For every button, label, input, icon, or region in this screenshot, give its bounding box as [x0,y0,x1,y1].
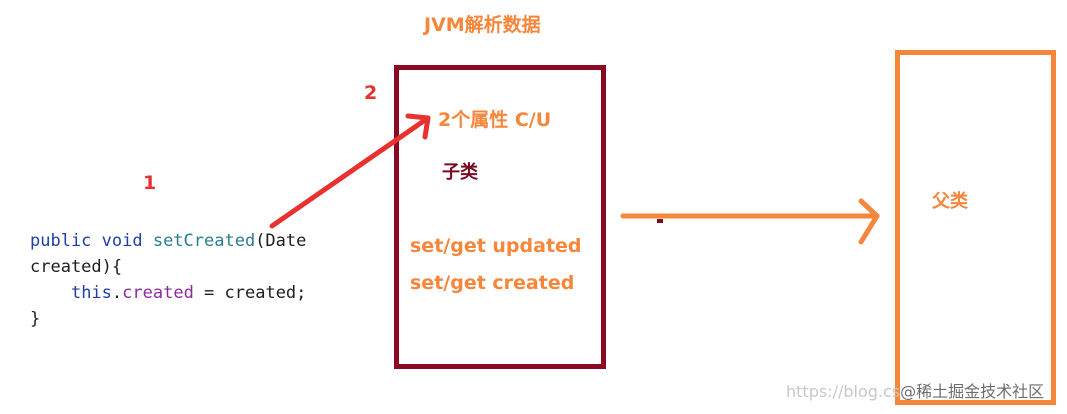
method-item: set/get updated [410,235,582,257]
watermark-brand: @稀土掘金技术社区 [900,382,1045,401]
step-label-2: 2 [364,82,378,104]
code-snippet: public void setCreated(Date created){ th… [30,231,307,329]
code-assignment: = created; [193,283,307,303]
child-class-box [394,65,606,369]
parent-class-box [895,50,1056,405]
step-label-1: 1 [143,172,157,194]
code-method-name: setCreated [152,231,256,251]
code-keyword: public void [30,231,153,251]
code-this-keyword: this [70,283,112,303]
child-class-label: 子类 [442,162,478,183]
method-item: set/get created [410,272,575,294]
watermark-url: https://blog.cs [786,382,901,401]
code-field: created [122,283,194,303]
code-line-2: created){ [30,257,123,277]
diagram-title: JVM解析数据 [424,14,541,36]
watermark: https://blog.cs@稀土掘金技术社区 [786,378,1044,402]
attributes-label: 2个属性 C/U [438,109,552,131]
code-line-4: } [30,309,41,329]
tick-mark [657,219,663,223]
code-params: (Date [255,231,307,251]
orange-arrow-icon [620,198,880,245]
red-arrow-icon [269,113,431,229]
parent-class-label: 父类 [932,191,968,212]
